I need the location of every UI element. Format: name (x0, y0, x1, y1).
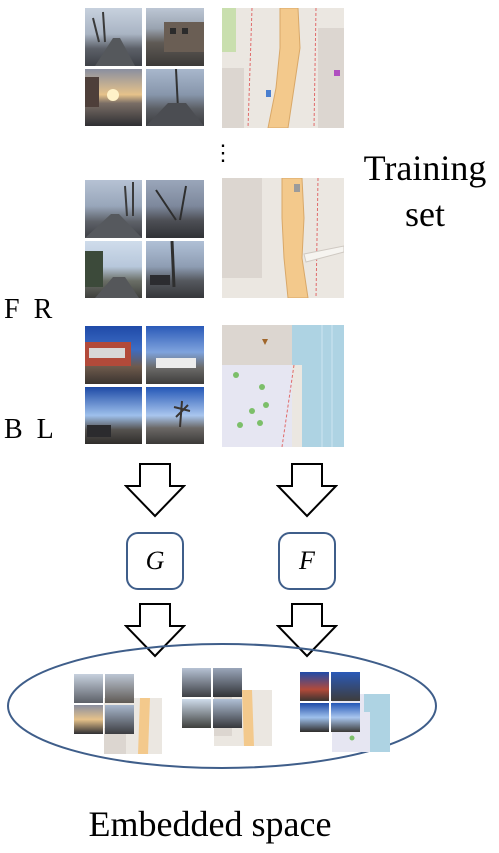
street-view-left-2 (146, 241, 204, 298)
embedded-street-2a (182, 668, 211, 697)
embedded-street-2b (213, 668, 242, 697)
embedded-street-3a (300, 672, 329, 701)
map-tile-2 (222, 178, 344, 298)
encoder-f-box: F (278, 532, 336, 590)
street-view-back-3 (85, 387, 142, 444)
embedded-street-3c (300, 703, 329, 732)
embedded-street-2c (182, 699, 211, 728)
embedded-street-1d (105, 705, 134, 734)
arrow-down-icon (124, 603, 186, 658)
embedded-street-1c (74, 705, 103, 734)
ellipsis-icon: ⋮ (212, 140, 234, 165)
map-tile-3 (222, 325, 344, 447)
arrow-down-icon (276, 603, 338, 658)
encoder-g-label: G (145, 546, 165, 575)
embedded-space-label: Embedded space (88, 804, 332, 844)
embedded-street-1a (74, 674, 103, 703)
training-set-label: Training set (350, 145, 499, 237)
training-label-line1: Training (363, 148, 487, 188)
street-view-back-1 (85, 69, 142, 126)
embedded-street-3d (331, 703, 360, 732)
street-view-right-2 (146, 180, 204, 238)
arrow-down-icon (124, 463, 186, 518)
street-view-front-3 (85, 326, 142, 384)
street-view-front-1 (85, 8, 142, 66)
street-view-back-2 (85, 241, 142, 298)
view-legend: F R B L (4, 210, 54, 490)
embedded-street-1b (105, 674, 134, 703)
street-view-right-1 (146, 8, 204, 66)
encoder-g-box: G (126, 532, 184, 590)
embedded-street-3b (331, 672, 360, 701)
map-tile-1 (222, 8, 344, 128)
street-view-right-3 (146, 326, 204, 384)
training-label-line2: set (405, 194, 445, 234)
street-view-front-2 (85, 180, 142, 238)
embedded-street-2d (213, 699, 242, 728)
view-legend-row2: B L (4, 414, 54, 445)
encoder-f-label: F (299, 546, 315, 575)
street-view-left-3 (146, 387, 204, 444)
arrow-down-icon (276, 463, 338, 518)
embedded-space-ellipse (7, 643, 437, 769)
view-legend-row1: F R (4, 294, 53, 325)
street-view-left-1 (146, 69, 204, 126)
